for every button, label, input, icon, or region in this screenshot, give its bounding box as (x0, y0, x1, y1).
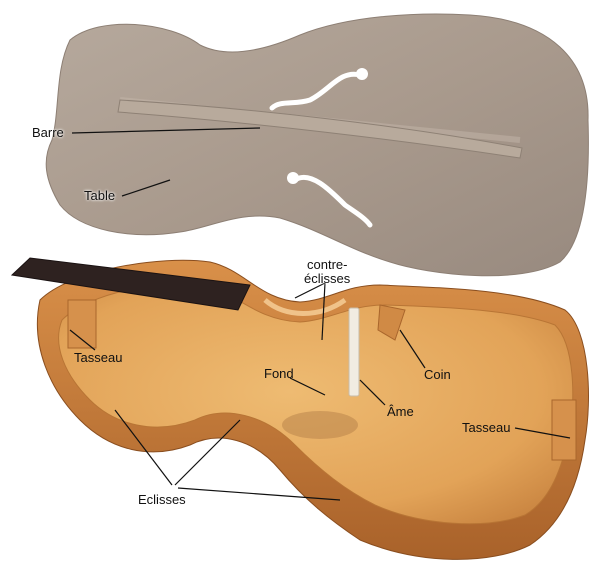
label-table: Table (84, 188, 115, 203)
label-contre-eclisses-1: contre- (307, 257, 347, 272)
label-ame: Âme (387, 404, 414, 419)
soundpost (349, 308, 359, 396)
f-hole-eye-upper (356, 68, 368, 80)
maker-label (282, 411, 358, 439)
label-contre-eclisses-2: éclisses (304, 271, 350, 286)
label-barre: Barre (32, 125, 64, 140)
f-hole-eye-lower (287, 172, 299, 184)
label-fond: Fond (264, 366, 294, 381)
label-tasseau-left: Tasseau (74, 350, 122, 365)
label-tasseau-right: Tasseau (462, 420, 510, 435)
label-eclisses: Eclisses (138, 492, 186, 507)
block-left (68, 300, 96, 348)
label-coin: Coin (424, 367, 451, 382)
block-right (552, 400, 576, 460)
